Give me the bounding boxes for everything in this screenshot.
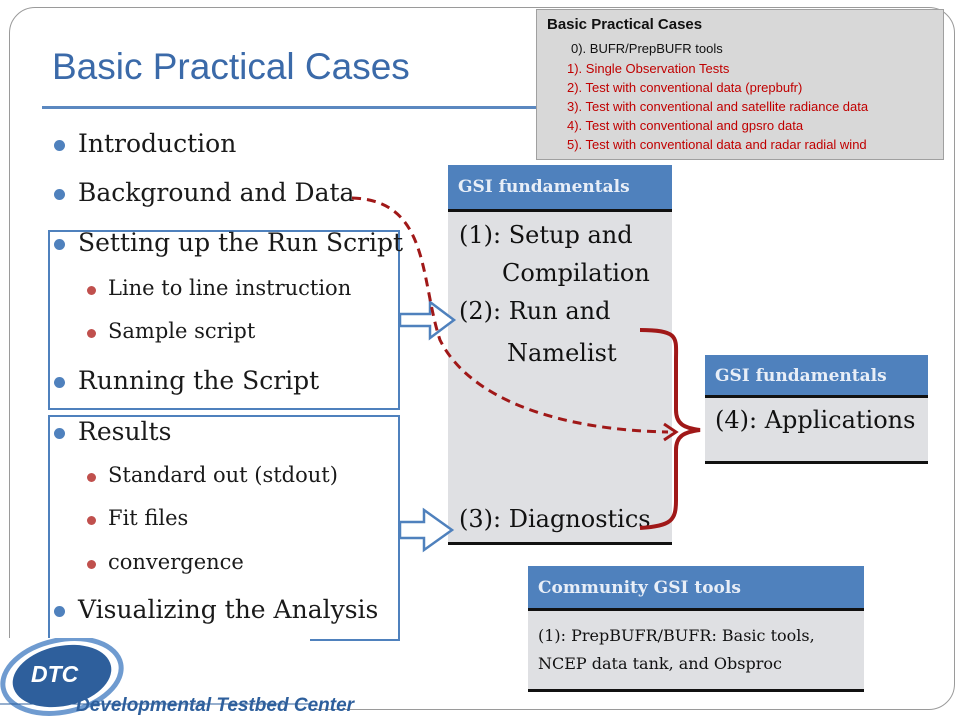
sub-bullet-dot xyxy=(87,516,96,525)
bullet-item: Setting up the Run Script xyxy=(78,228,404,257)
cases-callout-box: Basic Practical Cases 0). BUFR/PrepBUFR … xyxy=(536,9,944,160)
callout-item: 1). Single Observation Tests xyxy=(567,61,730,76)
sub-bullet-dot xyxy=(87,286,96,295)
dashed-curve-arrow xyxy=(351,196,669,434)
sub-bullet-item: Standard out (stdout) xyxy=(108,463,338,487)
bullet-item: Background and Data xyxy=(78,178,355,207)
bullet-dot xyxy=(54,377,65,388)
callout-item: 2). Test with conventional data (prepbuf… xyxy=(567,80,803,95)
sub-bullet-dot xyxy=(87,560,96,569)
sub-bullet-item: convergence xyxy=(108,550,244,574)
dtc-logo xyxy=(0,636,310,720)
hollow-arrow-right xyxy=(398,507,455,553)
dtc-logo-mark-icon xyxy=(0,636,310,716)
sub-bullet-item: Line to line instruction xyxy=(108,276,352,300)
table-header-label: GSI fundamentals xyxy=(715,366,887,386)
table-header: GSI fundamentals xyxy=(448,165,672,212)
callout-title: Basic Practical Cases xyxy=(547,16,703,33)
bullet-dot xyxy=(54,428,65,439)
table-header-label: GSI fundamentals xyxy=(458,177,630,197)
table-header: GSI fundamentals xyxy=(705,355,928,398)
callout-item: 5). Test with conventional data and rada… xyxy=(567,137,867,152)
callout-item: 4). Test with conventional and gpsro dat… xyxy=(567,118,804,133)
bullet-dot xyxy=(54,239,65,250)
table-header: Community GSI tools xyxy=(528,566,864,611)
table-item: Compilation xyxy=(502,259,650,287)
callout-item: 0). BUFR/PrepBUFR tools xyxy=(571,41,723,56)
slide-title: Basic Practical Cases xyxy=(52,46,410,87)
table-item: Namelist xyxy=(507,339,617,367)
table-item: (4): Applications xyxy=(715,406,916,434)
logo-name: Developmental Testbed Center xyxy=(76,695,355,716)
table-item: (1): Setup and xyxy=(459,221,633,249)
table-item: (2): Run and xyxy=(459,297,611,325)
table-header-label: Community GSI tools xyxy=(538,578,741,598)
community-gsi-tools-table: Community GSI tools (1): PrepBUFR/BUFR: … xyxy=(528,566,864,692)
curly-brace xyxy=(639,328,701,530)
bullet-dot xyxy=(54,189,65,200)
hollow-arrow-right xyxy=(398,299,457,341)
sub-bullet-dot xyxy=(87,329,96,338)
bullet-dot xyxy=(54,140,65,151)
bullet-dot xyxy=(54,606,65,617)
sub-bullet-item: Sample script xyxy=(108,319,256,343)
bullet-item: Running the Script xyxy=(78,366,320,395)
bullet-item: Visualizing the Analysis xyxy=(78,595,379,624)
sub-bullet-item: Fit files xyxy=(108,506,189,530)
title-underline xyxy=(42,106,552,109)
sub-bullet-dot xyxy=(87,473,96,482)
gsi-fundamentals-table-2: GSI fundamentals (4): Applications xyxy=(705,355,928,464)
bullet-item: Introduction xyxy=(78,129,237,158)
slide-frame xyxy=(9,7,955,710)
table-body-text: (1): PrepBUFR/BUFR: Basic tools, NCEP da… xyxy=(538,626,815,673)
gsi-fundamentals-table-1: GSI fundamentals (1): Setup and Compilat… xyxy=(448,165,672,545)
callout-item: 3). Test with conventional and satellite… xyxy=(567,99,869,114)
bullet-item: Results xyxy=(78,417,172,446)
logo-mark-text: DTC xyxy=(31,661,79,687)
arrow-head-icon xyxy=(663,422,679,442)
table-item: (3): Diagnostics xyxy=(459,505,651,533)
